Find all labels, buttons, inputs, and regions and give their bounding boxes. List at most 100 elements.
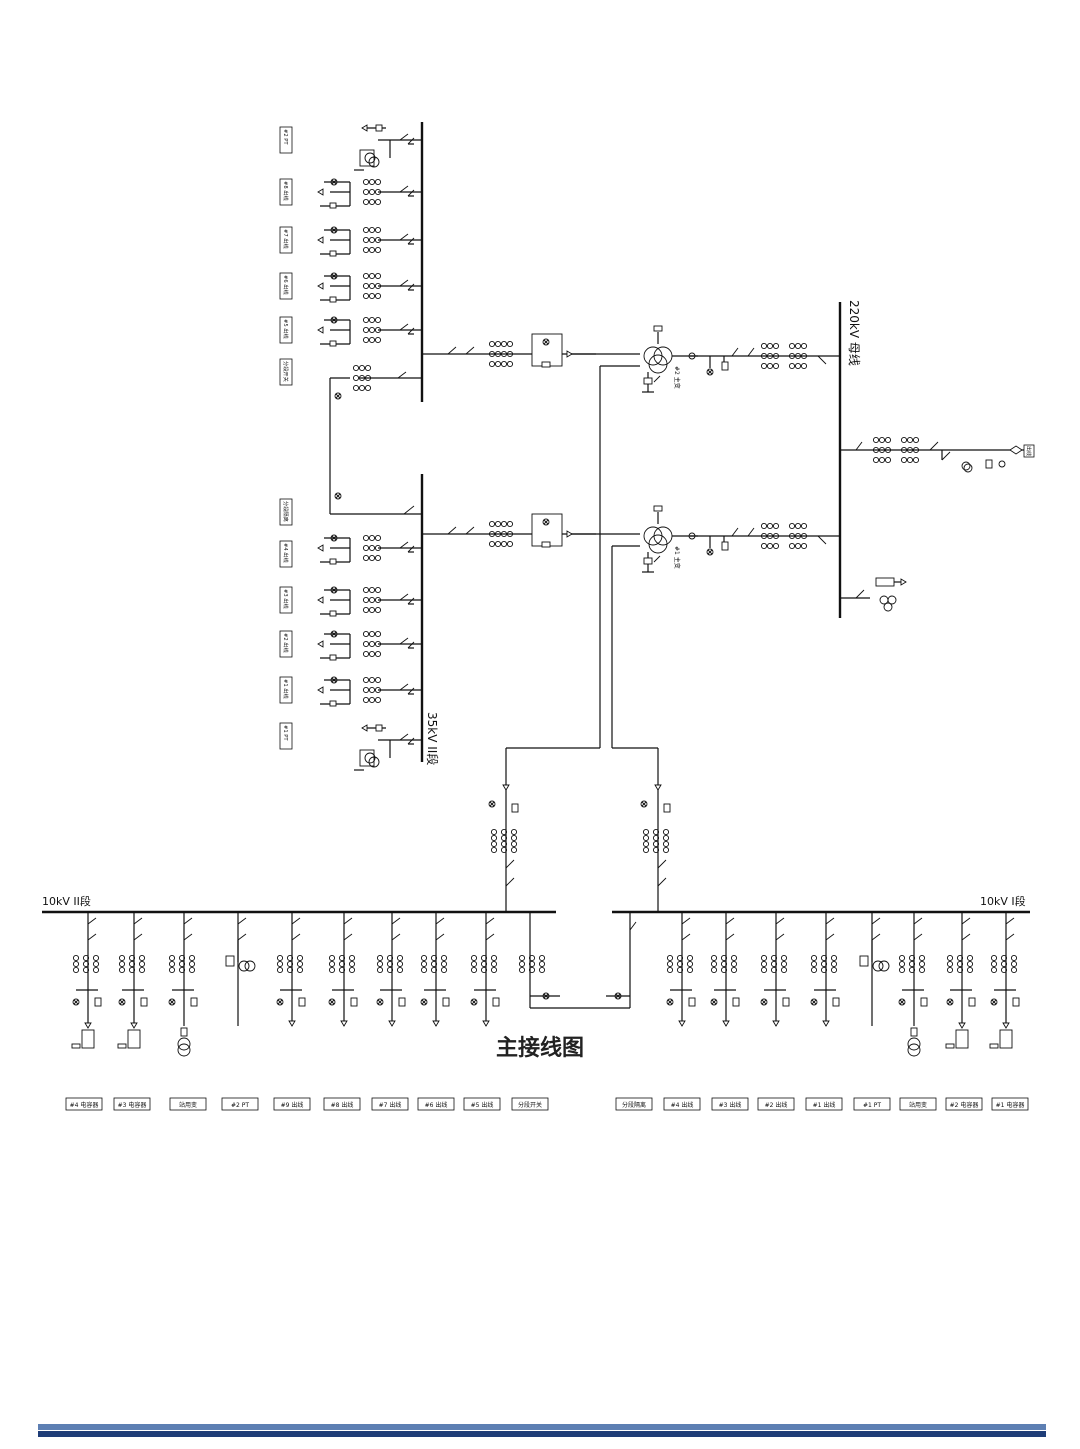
lv-right-feeder-label: #1 出线 [805, 1097, 843, 1111]
ct-coil [506, 540, 514, 548]
aux-transformer [907, 1037, 921, 1051]
ct-coil [368, 554, 376, 562]
ct-coil [296, 966, 304, 974]
ct-coil [128, 960, 136, 968]
lamp-cross [335, 393, 341, 399]
ct-coil [1010, 960, 1018, 968]
incomer-arrow [566, 530, 573, 538]
ct-coil [666, 966, 674, 974]
ct-coil [138, 954, 146, 962]
capacitor-box [127, 1029, 141, 1049]
ct-coil [772, 522, 780, 530]
lv-left-feeder-label: #6 出线 [417, 1097, 455, 1111]
feeder-label-box [279, 630, 293, 658]
ct-coil [276, 960, 284, 968]
ct-coil [780, 960, 788, 968]
lamp-cross [543, 339, 549, 345]
ct-coil [480, 960, 488, 968]
ct-coil [662, 840, 670, 848]
ct-coil [710, 960, 718, 968]
ct-coil [362, 272, 370, 280]
incomer-lamp [542, 518, 550, 526]
ct-coil [506, 350, 514, 358]
hv-bay-node [688, 532, 696, 540]
ct-coil [912, 456, 920, 464]
ct-coil [770, 954, 778, 962]
lamp-cross [331, 677, 337, 683]
ct-coil [138, 960, 146, 968]
ct-coil [386, 960, 394, 968]
capacitor-lead-box [945, 1043, 955, 1049]
ct-coil [138, 966, 146, 974]
pt-winding [878, 960, 890, 972]
ct-coil [918, 966, 926, 974]
ct-coil [872, 456, 880, 464]
ct-coil [528, 966, 536, 974]
lv-left-feeder-label: #5 出线 [463, 1097, 501, 1111]
ct-coil [368, 586, 376, 594]
ct-coil [420, 954, 428, 962]
mv-output-arrow [317, 236, 324, 244]
ct-coil [946, 966, 954, 974]
ct-coil [362, 686, 370, 694]
lv-indicator-lamp [276, 998, 284, 1006]
mv-output-arrow [317, 544, 324, 552]
lv-feeder-disconnector [391, 917, 401, 925]
mv-lower-feeder-label: #3 出线 [279, 586, 293, 614]
ct-coil [368, 686, 376, 694]
capacitor-box [81, 1029, 95, 1049]
section-lamp [334, 392, 342, 400]
lv-feeder-disconnector [435, 917, 445, 925]
ct-coil [676, 954, 684, 962]
ct-coil [286, 960, 294, 968]
lv-incomer-lamp [488, 800, 496, 808]
ct-coil [374, 272, 382, 280]
lv-indicator-lamp [376, 998, 384, 1006]
ct-coil [72, 960, 80, 968]
lv-feeder-breaker [435, 933, 445, 941]
ct-coil [178, 966, 186, 974]
ct-coil [168, 954, 176, 962]
lv-feeder-breaker [133, 933, 143, 941]
ct-coil [494, 530, 502, 538]
hv-pt-box [875, 577, 895, 587]
lv-output-arrow [340, 1020, 348, 1027]
lv-small-box [398, 997, 406, 1007]
ct-coil [966, 960, 974, 968]
transformer-2-neutral-box [643, 377, 653, 385]
hv-line-vt [963, 463, 973, 473]
ct-coil [956, 966, 964, 974]
hv-pt-arrow [900, 578, 907, 586]
feeder-label-text: #4 出线 [282, 543, 290, 563]
ct-coil [118, 954, 126, 962]
mv-indicator-lamp [330, 272, 338, 280]
feeder-label-text: #2 出线 [765, 1101, 788, 1109]
mv-upper-feeder-label: #5 出线 [279, 316, 293, 344]
ct-coil [118, 966, 126, 974]
lv-section-lamp-2 [614, 992, 622, 1000]
ct-coil [488, 360, 496, 368]
ct-coil [510, 834, 518, 842]
lv-incomer-arrow [654, 784, 662, 791]
mv-upper-feeder-label: #6 出线 [279, 272, 293, 300]
ct-coil [286, 954, 294, 962]
ct-coil [642, 846, 650, 854]
ct-coil [488, 520, 496, 528]
ct-coil [506, 530, 514, 538]
ct-coil [730, 954, 738, 962]
ct-coil [296, 954, 304, 962]
mv-disconnector [407, 641, 415, 649]
ct-coil [872, 436, 880, 444]
ct-coil [772, 342, 780, 350]
ct-coil [488, 340, 496, 348]
ct-coil [652, 834, 660, 842]
mv-breaker [399, 733, 409, 741]
lv-left-feeder-label: #7 出线 [371, 1097, 409, 1111]
ct-coil [178, 960, 186, 968]
lv-indicator-lamp [810, 998, 818, 1006]
mv-output-arrow [317, 326, 324, 334]
hv-disconnector [747, 527, 755, 537]
pt-winding [368, 756, 380, 768]
lv-output-arrow [388, 1020, 396, 1027]
